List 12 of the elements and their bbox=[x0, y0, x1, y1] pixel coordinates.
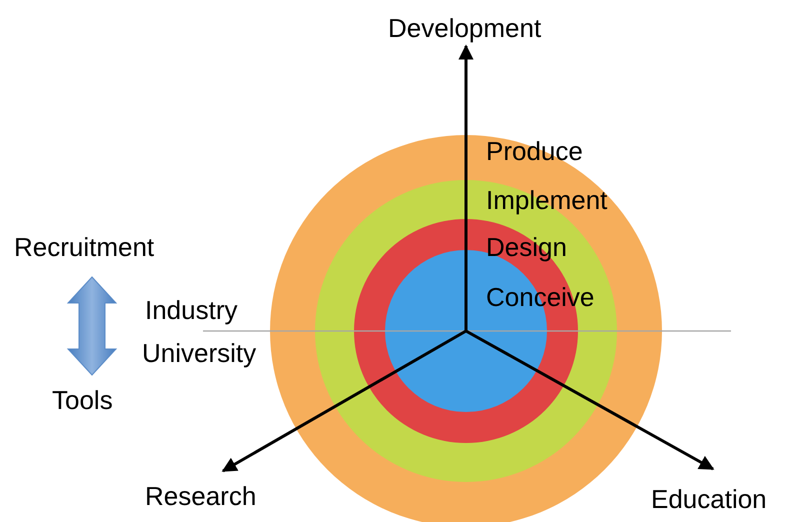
axis-arrow bbox=[222, 330, 467, 472]
axis-arrow bbox=[465, 330, 714, 470]
axis-label: Recruitment bbox=[14, 233, 154, 262]
axis-label: Research bbox=[145, 482, 256, 511]
axis-arrow bbox=[458, 44, 474, 331]
side-label: University bbox=[142, 339, 256, 368]
axis-label: Education bbox=[651, 485, 767, 514]
double-arrow bbox=[66, 276, 118, 376]
ring-label: Implement bbox=[486, 186, 608, 215]
axis-label: Tools bbox=[52, 386, 113, 415]
axis-label: Development bbox=[388, 14, 542, 43]
side-label: Industry bbox=[145, 296, 238, 325]
